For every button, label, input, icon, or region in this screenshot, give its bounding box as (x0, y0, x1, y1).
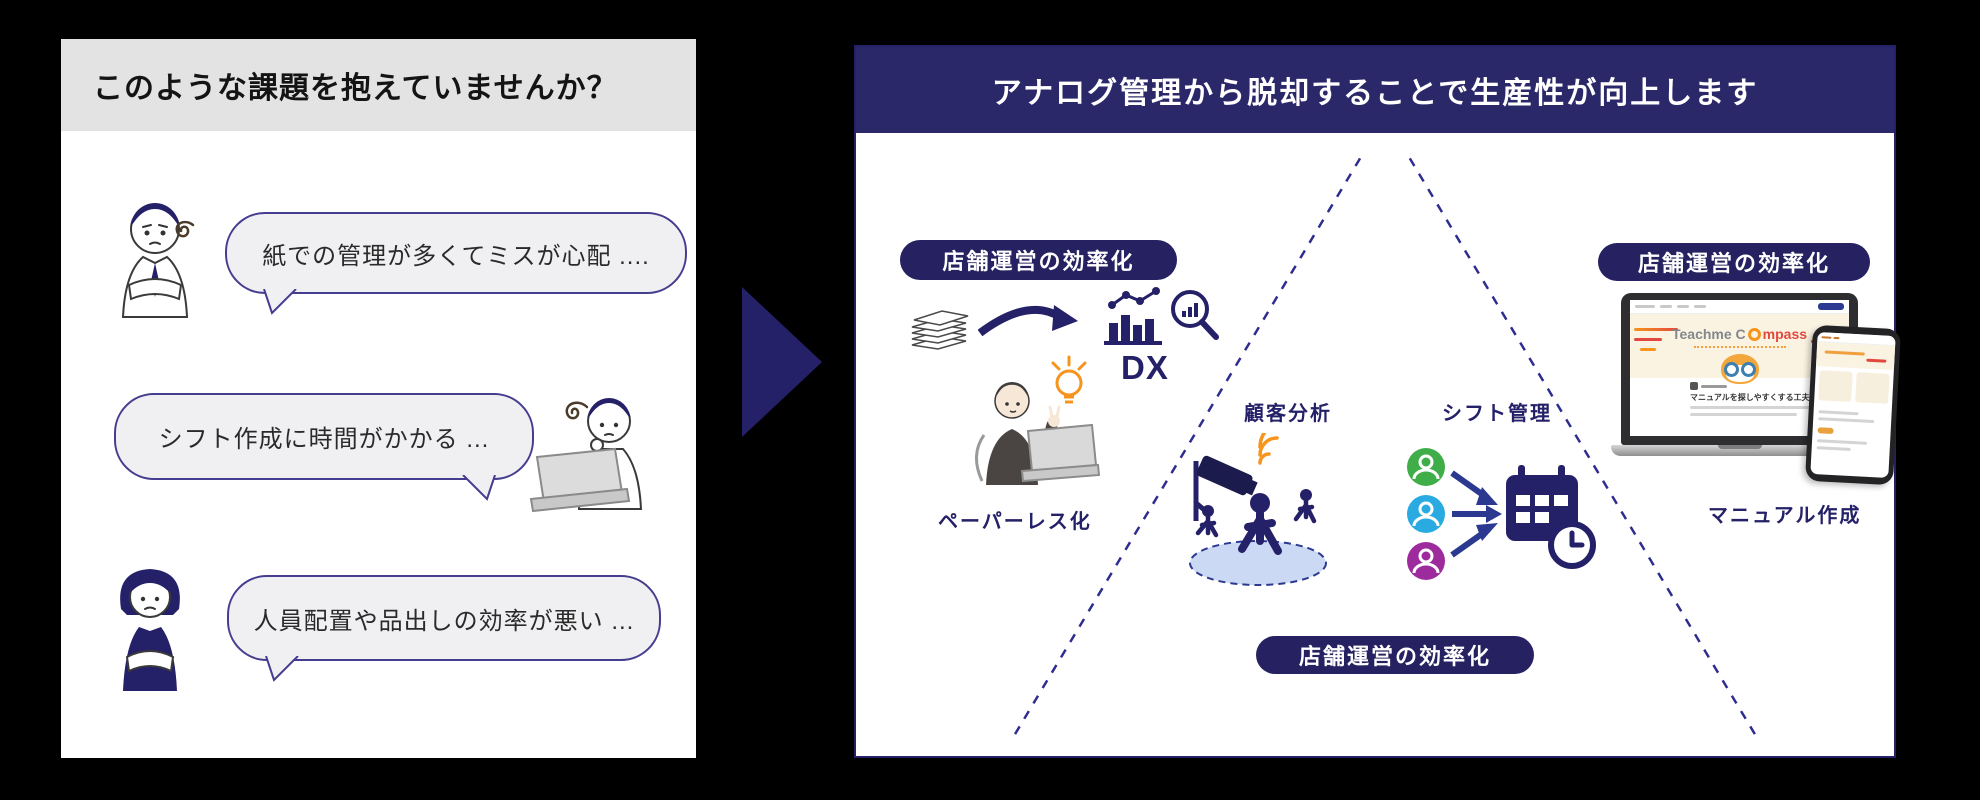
phone-mockup (1804, 324, 1902, 486)
laptop-navbar (1630, 300, 1849, 314)
speech-bubble-paper-text: 紙での管理が多くてミスが心配 .... (262, 242, 650, 270)
bubble-tail-icon (462, 475, 496, 501)
solution-title: アナログ管理から脱却することで生産性が向上します (991, 77, 1759, 110)
worried-woman-icon (120, 569, 180, 691)
paperless-caption: ペーパーレス化 (938, 511, 1092, 533)
shift-assignment-icon (1407, 448, 1596, 580)
manual-creation-caption: マニュアル作成 (1708, 505, 1862, 527)
brand-prefix: Teachme C (1671, 326, 1746, 342)
brand-tagline-line (1693, 346, 1786, 348)
laptop-sidebar (1630, 378, 1684, 436)
laptop-base (1611, 445, 1868, 456)
nav-dash (1635, 305, 1655, 308)
post-line (1690, 406, 1828, 409)
bubble-tail-icon (265, 656, 299, 682)
worried-businessman-icon (121, 203, 195, 318)
efficiency-badge-bottom: 店舗運営の効率化 (1256, 636, 1534, 674)
nav-dash (1694, 305, 1706, 308)
transition-arrow-icon (742, 287, 822, 437)
problems-header: このような課題を抱えていませんか？ (61, 39, 696, 131)
speech-bubble-staffing: 人員配置や品出しの効率が悪い ... (227, 575, 661, 682)
paper-stack-icon (911, 310, 969, 350)
efficiency-badge-left-text: 店舗運営の効率化 (942, 249, 1135, 274)
post-name-line (1701, 384, 1727, 388)
brand-suffix: mpass (1762, 326, 1808, 342)
efficiency-badge-right-text: 店舗運営の効率化 (1637, 251, 1830, 276)
teachme-brand: Teachme C mpass (1630, 326, 1849, 342)
problems-panel: このような課題を抱えていませんか？ 紙での管理が多くてミスが心配 .... シフ… (61, 39, 696, 758)
analytics-charts-icon (1104, 287, 1219, 345)
solution-header: アナログ管理から脱却することで生産性が向上します (856, 47, 1894, 133)
speech-bubble-staffing-text: 人員配置や品出しの効率が悪い ... (253, 607, 635, 635)
shift-management-label: シフト管理 (1442, 403, 1552, 425)
deco-line (1640, 348, 1656, 351)
nav-dash (1677, 305, 1689, 308)
curved-arrow-icon (978, 305, 1078, 337)
owl-mascot-icon (1720, 354, 1759, 384)
speech-bubble-shift-text: シフト作成に時間がかかる ... (158, 426, 490, 453)
bubble-tail-icon (263, 289, 297, 315)
nav-dash (1660, 305, 1672, 308)
speech-bubble-shift: シフト作成に時間がかかる ... (114, 393, 534, 501)
efficiency-badge-right: 店舗運営の効率化 (1598, 243, 1870, 281)
efficiency-badge-left: 店舗運営の効率化 (900, 240, 1177, 280)
speech-bubble-paper: 紙での管理が多くてミスが心配 .... (225, 212, 687, 315)
dx-label: DX (1121, 349, 1169, 386)
lightbulb-icon (1051, 355, 1087, 404)
post-title: マニュアルを探しやすくする工夫 (1690, 393, 1810, 402)
person-at-laptop-icon (975, 382, 1100, 485)
solution-panel: アナログ管理から脱却することで生産性が向上します 店舗運営の効率化 店舗運営の効… (854, 45, 1902, 758)
compass-o-icon (1747, 327, 1761, 341)
customer-analysis-camera-icon (1189, 433, 1327, 586)
deco-line (1634, 338, 1662, 341)
post-line (1690, 413, 1798, 416)
laptop-feed: マニュアルを探しやすくする工夫 (1684, 378, 1849, 436)
customer-analysis-label: 顧客分析 (1244, 403, 1332, 425)
deco-line (1634, 328, 1678, 331)
thinking-man-laptop-icon (529, 398, 643, 512)
efficiency-badge-bottom-text: 店舗運営の効率化 (1298, 644, 1491, 669)
post-avatar (1690, 382, 1698, 390)
nav-button (1818, 303, 1844, 310)
teachme-device-mockup: Teachme C mpass (1611, 287, 1911, 492)
problems-title: このような課題を抱えていませんか？ (93, 72, 618, 105)
phone-screen (1810, 332, 1896, 478)
